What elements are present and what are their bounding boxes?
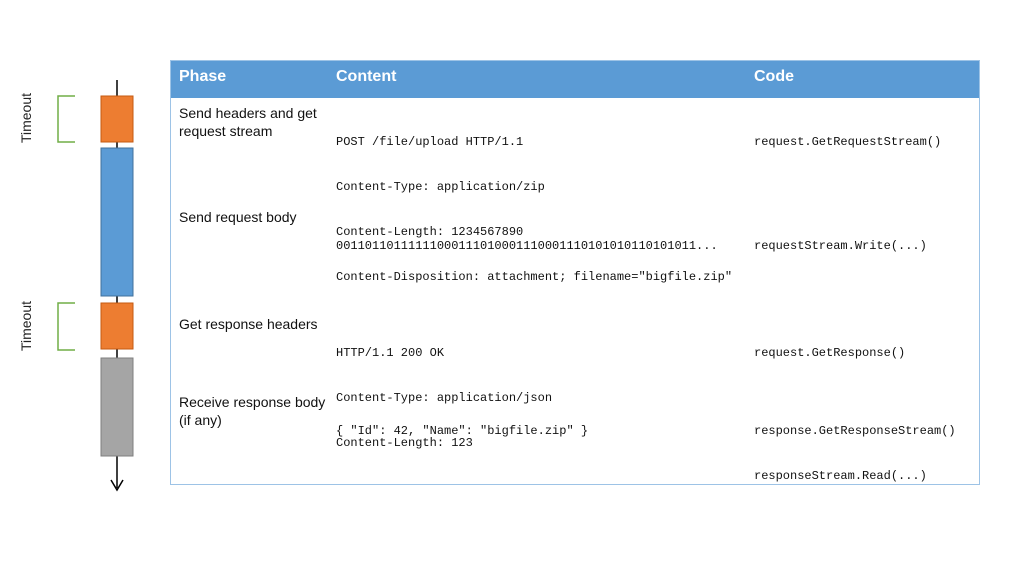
timeline-graphic (57, 80, 134, 492)
row-2-content: 0011011011111100011101000111000111010101… (336, 239, 718, 253)
timeout-label-2: Timeout (18, 300, 35, 352)
phase-table: Phase Content Code Send headers and get … (170, 60, 980, 485)
row-2-phase: Send request body (179, 209, 297, 225)
timeout-brace-1 (57, 95, 75, 143)
timeout-label-1: Timeout (18, 92, 35, 144)
table-header: Phase Content Code (171, 61, 979, 98)
timeout-block-response (100, 302, 134, 350)
timeline-arrow (110, 479, 124, 492)
row-3-phase: Get response headers (179, 316, 318, 332)
row-4-content: { "Id": 42, "Name": "bigfile.zip" } (336, 424, 589, 438)
request-body-block (100, 147, 134, 297)
row-3-code: request.GetResponse() (754, 346, 906, 360)
timeout-block-request (100, 95, 134, 143)
timeout-brace-2 (57, 302, 75, 351)
timeline: Timeout Timeout (0, 0, 160, 576)
header-content: Content (336, 68, 397, 85)
row-2-code: requestStream.Write(...) (754, 239, 927, 253)
row-1-content: POST /file/upload HTTP/1.1 Content-Type:… (336, 135, 733, 284)
row-4-phase: Receive response body (if any) (179, 394, 326, 428)
response-body-block (100, 357, 134, 457)
row-3-content: HTTP/1.1 200 OK Content-Type: applicatio… (336, 346, 553, 450)
row-1-code: request.GetRequestStream() (754, 135, 942, 149)
row-4-code: response.GetResponseStream() responseStr… (754, 424, 956, 483)
header-phase: Phase (179, 68, 227, 85)
row-1-phase: Send headers and get request stream (179, 105, 317, 139)
header-code: Code (754, 68, 794, 85)
